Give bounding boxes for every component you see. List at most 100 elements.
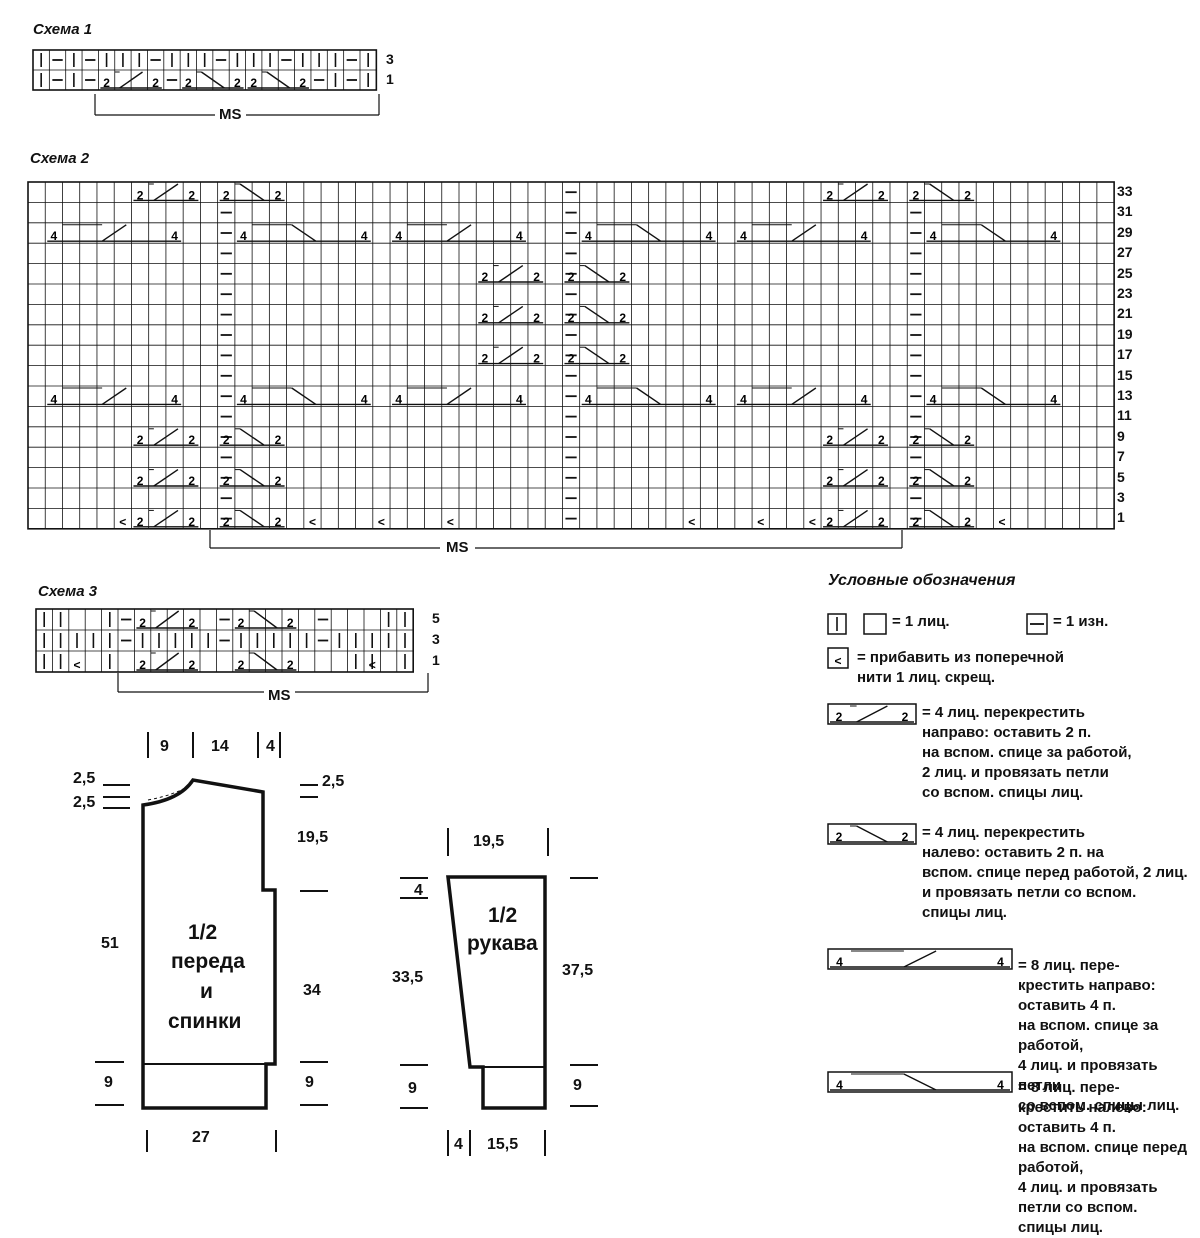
chart2-cable4-num-left: 2	[568, 352, 575, 366]
chart2-cable4-cross	[153, 469, 179, 487]
chart2-cable4-cross	[843, 428, 868, 446]
chart2-cable8-num-right: 4	[861, 392, 868, 406]
chart3-cable-num-right: 2	[188, 658, 195, 672]
legend-purl-swatch	[1026, 613, 1048, 635]
chart2-cable4-cross	[929, 183, 955, 201]
legend-c8r-swatch	[827, 948, 1013, 970]
chart1-cable-3-num-left: 2	[250, 76, 257, 90]
legend-c8r-num-right: 4	[997, 955, 1004, 969]
chart2-cable8-num-left: 4	[740, 229, 747, 243]
chart2-cable8-cross	[101, 224, 127, 242]
chart2-cable8-num-right: 4	[171, 229, 178, 243]
chart2-cable8-num-left: 4	[240, 392, 247, 406]
chart2-row-number: 29	[1117, 223, 1133, 240]
chart2-cable4-num-right: 2	[878, 433, 885, 447]
body-dim-bottom-27: 27	[192, 1129, 210, 1146]
chart2-cable4-num-right: 2	[964, 474, 971, 488]
chart2-cable8-num-left: 4	[585, 229, 592, 243]
chart2-cable4-num-left: 2	[826, 188, 833, 202]
legend-title: Условные обозначения	[828, 572, 1016, 589]
chart2-cable4-num-left: 2	[137, 474, 144, 488]
body-dim-left-9: 9	[104, 1074, 113, 1091]
legend-purl-text: = 1 изн.	[1053, 613, 1109, 630]
chart2-cable4-num-left: 2	[223, 433, 230, 447]
body-dim-right-25: 2,5	[322, 773, 345, 790]
chart3-cable-cross	[253, 610, 278, 629]
chart2-cable8-num-left: 4	[585, 392, 592, 406]
sleeve-dim-bottom-4: 4	[454, 1136, 463, 1153]
chart2-cable8-cross	[446, 224, 472, 242]
legend-c8r-cross	[903, 950, 937, 968]
chart2-cable4-num-right: 2	[275, 188, 282, 202]
chart2-cable4-num-left: 2	[913, 515, 920, 529]
chart2-row-number: 31	[1117, 203, 1133, 220]
body-label-4: спинки	[168, 1010, 242, 1033]
chart2-cable8-num-right: 4	[706, 229, 713, 243]
chart2-cable4-cross	[153, 428, 179, 446]
chart2-row-number: 21	[1117, 305, 1133, 322]
chart2-row-number: 27	[1117, 244, 1133, 261]
sleeve-dim-left-4: 4	[414, 882, 423, 899]
increase-symbol: <	[119, 515, 126, 529]
body-back-neck	[147, 784, 191, 801]
chart2-cable8-num-left: 4	[51, 392, 58, 406]
legend-c4l-cross	[856, 825, 888, 843]
chart2-cable4-num-right: 2	[964, 188, 971, 202]
increase-symbol: <	[688, 515, 695, 529]
chart1-cable-1-num-right: 2	[152, 76, 159, 90]
legend-inc-swatch	[827, 647, 849, 669]
chart2-cable8-num-right: 4	[516, 392, 523, 406]
legend-knit-text: = 1 лиц.	[892, 613, 950, 630]
chart2-cable4-cross	[843, 469, 868, 487]
chart2-cable4-num-left: 2	[137, 433, 144, 447]
legend-inc-text: = прибавить из поперечной нити 1 лиц. ск…	[857, 649, 1064, 686]
chart2-cable4-cross	[843, 183, 868, 201]
sleeve-dim-right-9: 9	[573, 1077, 582, 1094]
chart3-grid	[35, 608, 415, 673]
chart3-ms-label: MS	[264, 687, 295, 704]
chart2-cable4-cross	[929, 509, 955, 528]
sleeve-dim-top-195: 19,5	[473, 833, 505, 850]
chart2-cable4-num-left: 2	[137, 515, 144, 529]
chart3-cable-cross	[253, 652, 278, 671]
chart2-cable8-cross	[791, 224, 817, 242]
chart2-cable8-num-right: 4	[171, 392, 178, 406]
legend-c8l-text: = 8 лиц. пере- крестить налево: оставить…	[1018, 1079, 1187, 1236]
chart2-cable4-num-right: 2	[964, 433, 971, 447]
body-dim-right-195: 19,5	[297, 829, 329, 846]
chart2-cable4-cross	[584, 265, 610, 283]
chart2-row-number: 11	[1117, 407, 1132, 424]
legend-c4l-num-left: 2	[836, 830, 843, 844]
chart2-cable8-num-left: 4	[395, 392, 402, 406]
increase-symbol: <	[369, 658, 376, 672]
legend-c8r-num-left: 4	[836, 955, 843, 969]
chart2-cable4-num-right: 2	[878, 474, 885, 488]
chart2-cable4-cross	[498, 305, 524, 324]
chart2-row-number: 33	[1117, 183, 1133, 199]
chart2-ms-label: MS	[440, 539, 475, 556]
body-label-2: переда	[171, 950, 245, 973]
legend-c4r-num-left: 2	[836, 710, 843, 724]
chart2-cable4-num-left: 2	[568, 270, 575, 284]
legend-blank-swatch	[863, 613, 887, 635]
legend-c4l-text: = 4 лиц. перекрестить налево: оставить 2…	[922, 824, 1188, 921]
legend-knit-swatch	[827, 613, 847, 635]
chart2-cable8-cross	[291, 224, 317, 242]
chart1-cable-3-num-right: 2	[299, 76, 306, 90]
legend-c4r-text: = 4 лиц. перекрестить направо: оставить …	[922, 704, 1132, 801]
chart2-row-number: 23	[1117, 285, 1133, 301]
chart3-cable-num-left: 2	[238, 658, 245, 672]
chart2-cable8-num-left: 4	[51, 229, 58, 243]
chart2-cable4-num-right: 2	[619, 311, 626, 325]
sleeve-dim-bottom-155: 15,5	[487, 1136, 519, 1153]
legend-c8l-num-right: 4	[997, 1078, 1004, 1092]
chart2-cable4-num-right: 2	[878, 188, 885, 202]
chart2-cable4-cross	[929, 428, 955, 446]
chart2-cable8-cross	[791, 387, 817, 405]
legend-c8r-text: = 8 лиц. пере- крестить направо: оставит…	[1018, 957, 1180, 1114]
chart2-cable8-cross	[291, 387, 317, 405]
chart2-cable4-num-right: 2	[964, 515, 971, 529]
legend-c4r-swatch	[827, 703, 917, 725]
chart2-row-number: 15	[1117, 366, 1133, 383]
chart2-row-number: 13	[1117, 387, 1133, 403]
